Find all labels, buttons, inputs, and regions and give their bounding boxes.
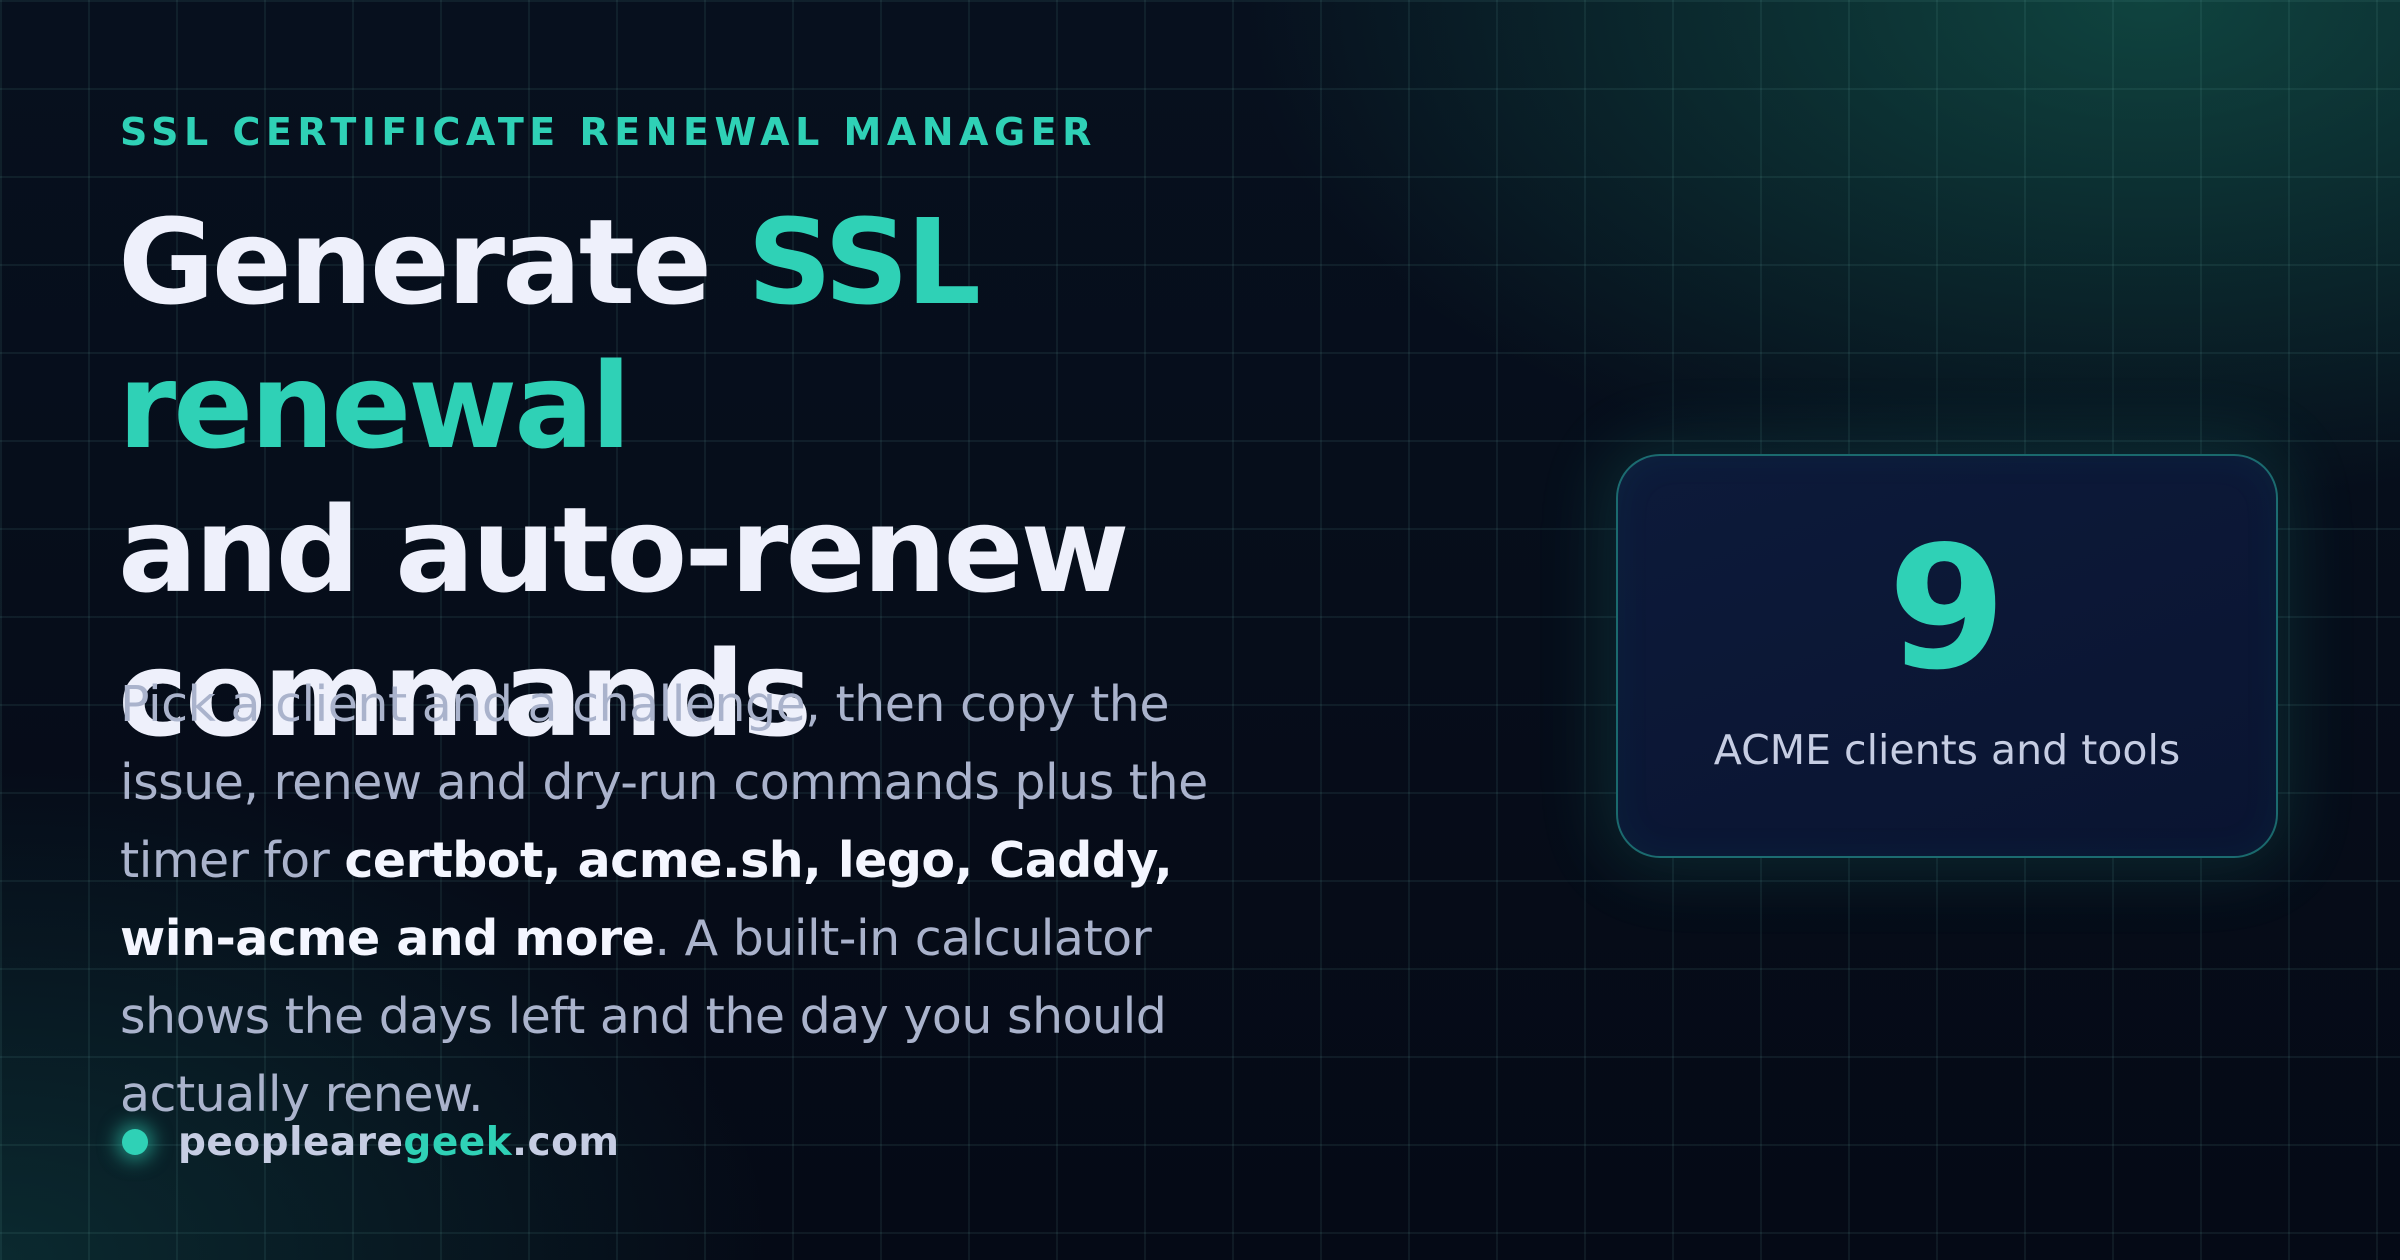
brand-prefix: peopleare — [178, 1119, 404, 1165]
stat-label: ACME clients and tools — [1713, 726, 2181, 774]
brand: peoplearegeek.com — [120, 1118, 620, 1166]
brand-dot-icon — [122, 1129, 148, 1155]
brand-highlight: geek — [403, 1119, 513, 1165]
description-intro: Pick a client and a challenge, then copy… — [120, 676, 1208, 889]
headline-accent: SSL renewal — [118, 193, 981, 475]
brand-domain: peoplearegeek.com — [178, 1120, 620, 1165]
stat-card: 9 ACME clients and tools — [1616, 454, 2278, 858]
stat-value: 9 — [1887, 510, 2007, 708]
description-tools: certbot, acme.sh, lego, Caddy, win-acme … — [120, 832, 1173, 967]
eyebrow-label: SSL CERTIFICATE RENEWAL MANAGER — [120, 110, 1097, 154]
description-outro: . A built-in calculator shows the days l… — [120, 910, 1167, 1123]
brand-suffix: .com — [512, 1119, 620, 1165]
headline-rest: and auto-renew commands — [118, 481, 1130, 763]
headline-prefix: Generate — [118, 193, 748, 331]
description: Pick a client and a challenge, then copy… — [120, 666, 1270, 1134]
